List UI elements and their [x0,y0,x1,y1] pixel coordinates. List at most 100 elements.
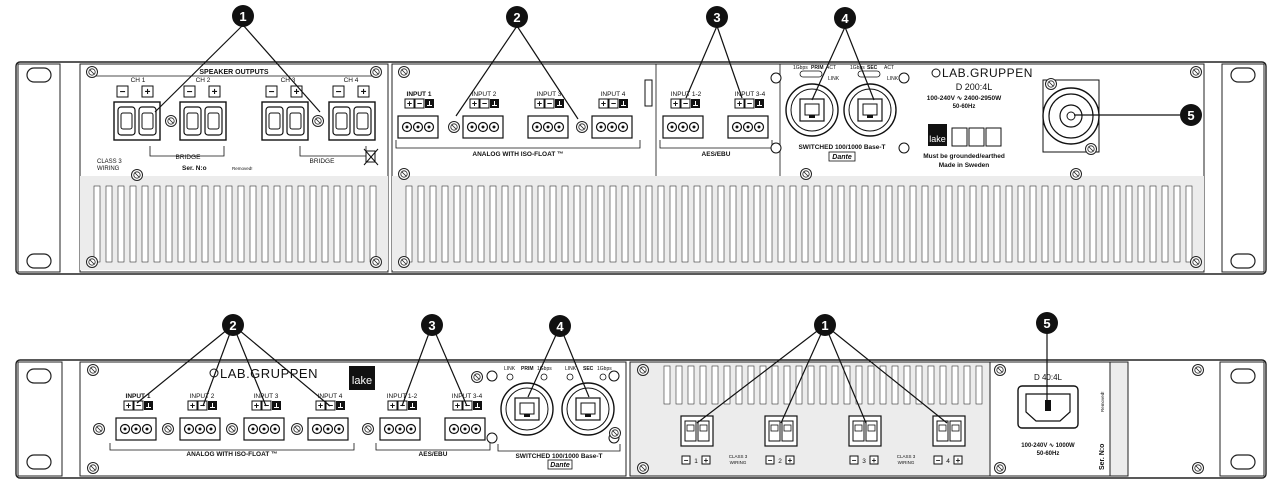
top-left-rack-ear [17,63,61,273]
label-box [951,127,968,147]
brand-wordmark: LAB.GRUPPEN [220,366,318,381]
label-box [968,127,985,147]
vent-slot [1077,185,1085,263]
svg-text:−: − [120,87,126,98]
screw [1190,256,1202,268]
vent-slot [795,365,803,405]
vent-slot [645,185,653,263]
led-indicator [599,373,607,381]
vent-slot [921,185,929,263]
screw [398,256,410,268]
callout-marker-3 [706,6,728,28]
screw [398,66,410,78]
input1-label: INPUT 1 [407,91,432,98]
ethercon-port-primary [785,83,839,137]
vent-slot [549,185,557,263]
analog-input-connector-3 [527,115,569,139]
led-indicator [857,70,881,78]
vent-slot [213,185,221,263]
power-module [989,361,1111,477]
speaker-output-connector-ch3 [261,101,309,141]
screw [1190,66,1202,78]
vent-slot [333,185,341,263]
analog-input-connector-3 [243,417,285,441]
vent-slot [891,365,899,405]
rack-hole [26,368,52,384]
polarity-plus-minus-ground [598,98,629,109]
speaker-output-terminal-ch2 [764,415,798,447]
vent-slot [525,185,533,263]
vent-slot [705,185,713,263]
speaker-outputs-label: SPEAKER OUTPUTS [199,69,269,76]
speaker-output-terminal-ch4 [932,415,966,447]
vent-slot [831,365,839,405]
led-indicator [770,142,782,154]
vent-slot [711,365,719,405]
vent-slot [1149,185,1157,263]
side-vent [1109,361,1129,477]
vent-slot [681,185,689,263]
vent-slot [273,185,281,263]
polarity-markers: − + − + − + − + [116,85,370,98]
callout-leader-lines [136,24,1180,424]
vent-slot [747,365,755,405]
vent-slot [699,365,707,405]
vent-slot [915,365,923,405]
ethercon-port-primary [500,382,554,436]
vent-slot [285,185,293,263]
bottom-left-rack-ear [17,361,63,477]
aes-input-connector-1-2 [379,417,421,441]
callout-marker-1 [232,5,254,27]
svg-text:−: − [187,87,193,98]
top-amplifier-panel: SPEAKER OUTPUTS CH 1 CH 2 CH 3 CH 4 − + … [15,61,1267,275]
svg-text:+: + [788,456,793,465]
aes-input-1-2-label: INPUT 1-2 [387,393,418,400]
bridge-bracket [149,146,225,157]
aes-group-bracket [659,140,773,149]
rack-hole [1230,67,1256,83]
vent-slot [633,185,641,263]
vent-slot [909,185,917,263]
screw [448,121,460,133]
callout-number: 4 [841,11,849,26]
callout-number: 2 [513,10,520,25]
output-ch4-label: 4 [946,458,950,465]
screw [165,115,177,127]
input4-label: INPUT 4 [318,393,343,400]
led-indicator [566,373,574,381]
svg-text:−: − [336,87,342,98]
vent-slot [1185,185,1193,263]
analog-input-connector-2 [179,417,221,441]
callout-number: 3 [713,10,720,25]
vent-slot [675,365,683,405]
vent-slot [1101,185,1109,263]
ch4-label: CH 4 [344,77,359,84]
vent-slot [945,185,953,263]
ventilation-slots [663,365,983,405]
gbps-label: 1Gbps [597,366,612,372]
led-indicator [608,370,620,382]
vent-slot [165,185,173,263]
vent-slot [189,185,197,263]
brand-wordmark: LAB.GRUPPEN [942,66,1033,80]
vent-slot [1089,185,1097,263]
frequency-label: 50-60Hz [1037,451,1060,457]
screw [800,168,812,180]
screw [637,364,649,376]
analog-group-bracket [395,140,641,149]
rack-hole [1230,454,1256,470]
callout-marker-3 [421,314,443,336]
made-in-sweden-label: Made in Sweden [939,162,990,169]
dante-logo-text: Dante [832,154,852,161]
analog-input-connector-1 [115,417,157,441]
vent-slot [621,185,629,263]
vent-slot [855,365,863,405]
powercon-inlet [1042,79,1100,153]
vent-slot [657,185,665,263]
vent-slot [513,185,521,263]
grounded-warning-label: Must be grounded/earthed [923,153,1005,160]
vent-slot [573,185,581,263]
vent-slot [975,365,983,405]
led-indicator [799,70,823,78]
wiring-label: WIRING [898,460,915,465]
